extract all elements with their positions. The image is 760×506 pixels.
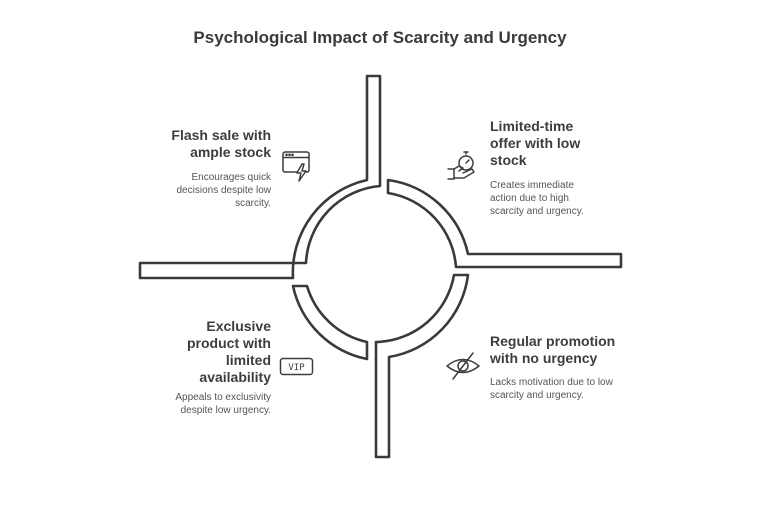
- quadrant-heading-regular-promotion: Regular promotion with no urgency: [490, 333, 710, 367]
- heading-line: Flash sale with: [171, 127, 271, 143]
- axis-segment-top-left: [138, 74, 382, 280]
- heading-line: product with: [187, 335, 271, 351]
- diagram-title: Psychological Impact of Scarcity and Urg…: [193, 28, 567, 47]
- heading-line: availability: [199, 369, 271, 385]
- heading-line: stock: [490, 152, 527, 168]
- quadrant-heading-exclusive: Exclusive product with limited availabil…: [71, 318, 271, 386]
- description-line: despite low urgency.: [180, 405, 271, 416]
- heading-line: offer with low: [490, 135, 581, 151]
- browser-lightning-icon: [282, 151, 310, 182]
- description-line: decisions despite low: [176, 185, 272, 196]
- eye-slash-icon: [446, 352, 480, 380]
- quadrant-heading-limited-time: Limited-time offer with low stock: [490, 118, 690, 169]
- quadrant-heading-flash-sale: Flash sale with ample stock: [71, 127, 271, 161]
- quadrant-description-limited-time: Creates immediate action due to high sca…: [490, 179, 690, 218]
- vip-badge-text: VIP: [288, 363, 305, 373]
- hand-stopwatch-icon: [447, 151, 475, 180]
- heading-line: Regular promotion: [490, 333, 616, 349]
- description-line: action due to high: [490, 193, 569, 204]
- axis-segment-top-right: [386, 178, 623, 269]
- quadrant-description-flash-sale: Encourages quick decisions despite low s…: [71, 171, 272, 210]
- quadrant-description-regular-promotion: Lacks motivation due to low scarcity and…: [490, 376, 710, 402]
- axis-segment-bottom-right: [374, 273, 470, 459]
- heading-line: Limited-time: [490, 118, 574, 134]
- axis-segment-bottom-left: [291, 284, 369, 361]
- description-line: scarcity and urgency.: [490, 390, 584, 401]
- description-line: Lacks motivation due to low: [490, 377, 613, 388]
- description-line: Encourages quick: [191, 172, 272, 183]
- heading-line: limited: [225, 352, 271, 368]
- quadrant-description-exclusive: Appeals to exclusivity despite low urgen…: [71, 391, 271, 417]
- description-line: scarcity.: [235, 198, 271, 209]
- description-line: Appeals to exclusivity: [175, 392, 271, 403]
- description-line: Creates immediate: [490, 180, 574, 191]
- heading-line: ample stock: [190, 144, 271, 160]
- heading-line: with no urgency: [490, 350, 598, 366]
- description-line: scarcity and urgency.: [490, 206, 584, 217]
- heading-line: Exclusive: [206, 318, 271, 334]
- vip-badge-icon: VIP: [279, 357, 314, 376]
